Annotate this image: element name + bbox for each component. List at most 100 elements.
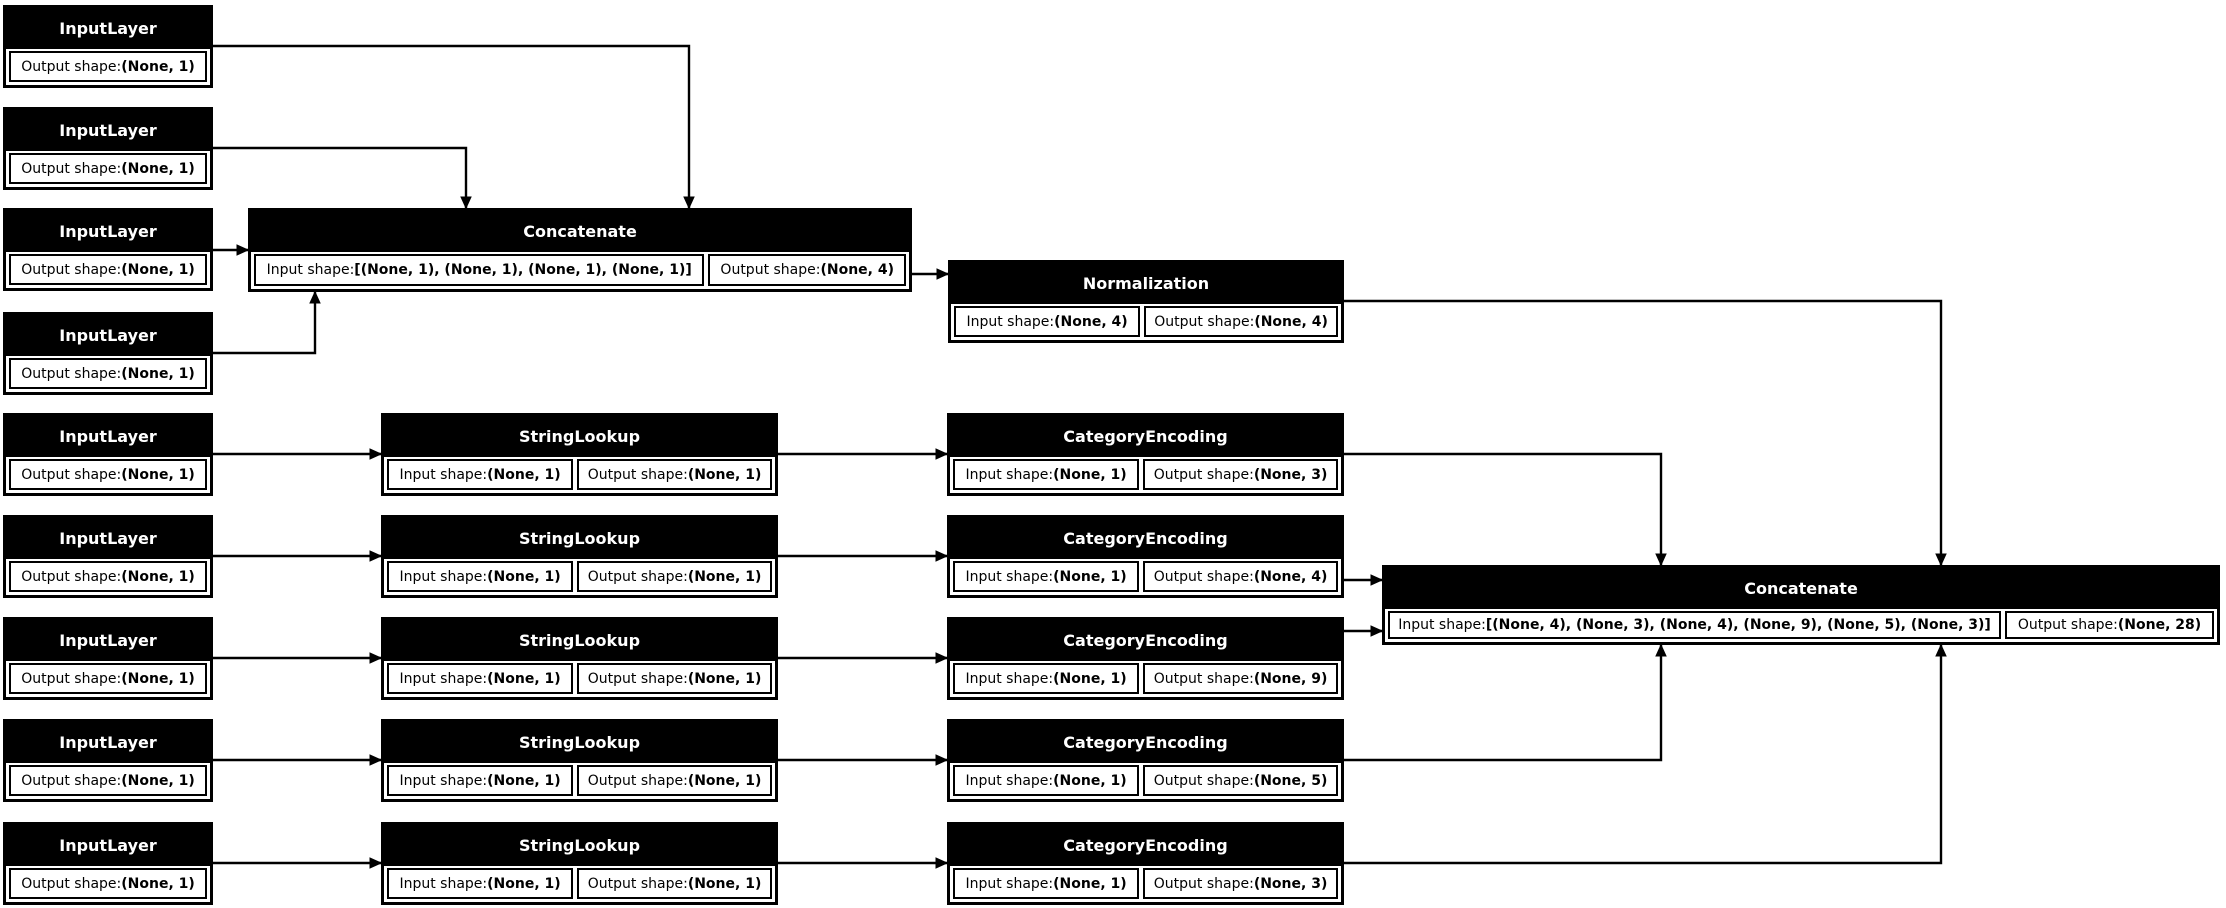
shape-label: Input shape: [399,772,488,789]
shape-value: (None, 1) [121,365,195,382]
shape-label: Input shape: [965,670,1054,687]
shape-value: (None, 1) [1053,670,1127,687]
node-title: StringLookup [384,722,775,763]
shape-label: Input shape: [1398,617,1486,633]
node-title: InputLayer [6,8,210,49]
cell-output-shape: Output shape: (None, 1) [9,254,207,285]
cell-output-shape: Output shape: (None, 1) [577,765,772,796]
cell-input-shape: Input shape: (None, 1) [953,459,1140,490]
node-shape-cells: Output shape: (None, 1) [6,763,210,799]
shape-value: (None, 5) [1253,772,1328,789]
edge-input-layer-2-to-concatenate-1 [213,146,468,208]
cell-output-shape: Output shape: (None, 4) [1144,306,1338,337]
shape-label: Output shape: [1153,875,1254,892]
node-title: Concatenate [1385,568,2217,609]
cell-output-shape: Output shape: (None, 1) [9,765,207,796]
cell-output-shape: Output shape: (None, 1) [9,51,207,82]
shape-label: Input shape: [965,772,1054,789]
cell-input-shape: Input shape: (None, 1) [387,561,574,592]
cell-output-shape: Output shape: (None, 1) [9,868,207,899]
node-shape-cells: Output shape: (None, 1) [6,866,210,902]
cell-output-shape: Output shape: (None, 3) [1143,868,1338,899]
cell-input-shape: Input shape: (None, 1) [387,868,574,899]
shape-value: (None, 1) [121,772,195,789]
shape-value: (None, 1) [121,670,195,687]
node-title: StringLookup [384,825,775,866]
shape-label: Input shape: [966,313,1055,330]
cell-input-shape: Input shape: (None, 1) [953,561,1140,592]
node-shape-cells: Output shape: (None, 1) [6,356,210,392]
shape-label: Output shape: [2017,617,2118,633]
arrowhead [369,550,383,562]
node-title: StringLookup [384,518,775,559]
shape-value: (None, 4) [820,262,894,278]
node-shape-cells: Input shape: (None, 1)Output shape: (Non… [384,763,775,799]
arrowhead [369,857,383,869]
shape-label: Input shape: [399,568,488,585]
cell-output-shape: Output shape: (None, 5) [1143,765,1338,796]
shape-label: Output shape: [587,568,688,585]
node-shape-cells: Output shape: (None, 1) [6,661,210,697]
shape-value: (None, 4) [1254,313,1328,330]
shape-value: (None, 1) [121,466,195,483]
node-title: InputLayer [6,416,210,457]
node-title: InputLayer [6,722,210,763]
shape-value: (None, 1) [1053,875,1127,892]
node-shape-cells: Output shape: (None, 1) [6,252,210,288]
node-shape-cells: Output shape: (None, 1) [6,49,210,85]
node-title: CategoryEncoding [950,518,1341,559]
node-shape-cells: Input shape: (None, 1)Output shape: (Non… [950,763,1341,799]
shape-label: Output shape: [587,466,688,483]
node-shape-cells: Output shape: (None, 1) [6,151,210,187]
cell-input-shape: Input shape: (None, 1) [387,765,574,796]
shape-value: (None, 1) [687,670,762,687]
shape-label: Input shape: [399,875,488,892]
shape-label: Output shape: [1153,568,1254,585]
node-shape-cells: Input shape: (None, 1) Output shape: (Non… [950,559,1341,595]
node-shape-cells: Input shape: (None, 1)Output shape: (Non… [950,457,1341,493]
shape-label: Output shape: [21,160,122,177]
arrowhead [936,268,950,280]
shape-label: Input shape: [266,262,355,278]
node-shape-cells: Input shape: (None, 1)Output shape: (Non… [384,559,775,595]
cell-output-shape: Output shape: (None, 1) [9,459,207,490]
cell-input-shape: Input shape: (None, 4) [954,306,1141,337]
cell-input-shape: Input shape: (None, 1) [953,868,1140,899]
shape-label: Input shape: [965,568,1054,585]
node-shape-cells: Input shape: (None, 4)Output shape: (Non… [951,304,1341,340]
shape-value: (None, 3) [1253,466,1328,483]
node-title: InputLayer [6,620,210,661]
node-title: CategoryEncoding [950,825,1341,866]
cell-output-shape: Output shape: (None, 1) [9,358,207,389]
node-shape-cells: Input shape: (None, 1)Output shape: (Non… [384,661,775,697]
shape-label: Output shape: [1153,772,1254,789]
shape-value: (None, 1) [487,568,561,585]
arrowhead [460,196,472,210]
node-shape-cells: Input shape: (None, 1)Output shape: (Non… [384,457,775,493]
edge-category-encoding-5-to-concatenate-2 [1344,645,1943,865]
arrowhead [1935,553,1947,567]
arrowhead [369,652,383,664]
cell-output-shape: Output shape: (None, 1) [577,459,772,490]
arrowhead [935,754,949,766]
shape-value: (None, 4) [1253,568,1328,585]
shape-value: (None, 1) [487,772,561,789]
cell-output-shape: Output shape: (None, 1) [577,561,772,592]
shape-label: Output shape: [1153,670,1254,687]
node-title: InputLayer [6,518,210,559]
edge-input-layer-4-to-concatenate-1 [213,292,317,355]
shape-value: (None, 1) [121,160,195,177]
shape-value: (None, 1) [121,58,195,75]
shape-value: (None, 1) [487,466,561,483]
shape-value: (None, 1) [687,875,762,892]
